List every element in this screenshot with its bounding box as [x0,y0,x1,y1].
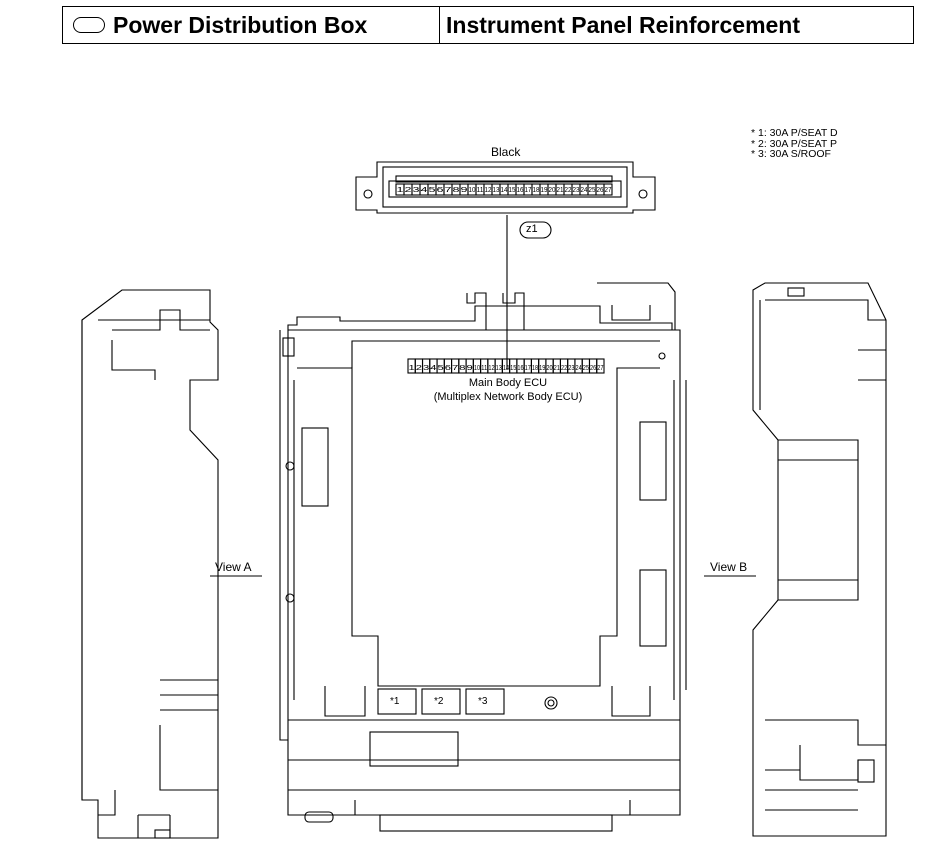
connector-pin-number: 11 [477,187,484,194]
ecu-pin-number: 25 [583,365,589,372]
oval-symbol-icon [73,17,105,33]
note-2: * 2: 30A P/SEAT P [751,137,837,150]
connector-pin-number: 9 [461,187,468,194]
connector-pin-number: 7 [445,187,452,194]
connector-pin-number: 18 [533,187,540,194]
connector-pin-number: 12 [485,187,492,194]
connector-pin-number: 26 [597,187,604,194]
connector-id-label: z1 [526,223,538,235]
ecu-pin-number: 18 [532,365,538,372]
connector-pin-number: 13 [493,187,500,194]
header-left-cell: Power Distribution Box [63,7,440,43]
ecu-name-label: Main Body ECU [468,377,548,389]
ecu-pin-number: 19 [539,365,545,372]
ecu-pin-number: 12 [488,365,494,372]
header-table: Power Distribution Box Instrument Panel … [62,6,914,44]
connector-pin-number: 3 [413,187,420,194]
connector-pin-number: 27 [605,187,612,194]
connector-pin-number: 19 [541,187,548,194]
ecu-pin-number: 20 [546,365,552,372]
ecu-pin-number: 8 [459,365,465,372]
ecu-pin-number: 10 [474,365,480,372]
view-b-label: View B [710,560,748,574]
fuse-slot-3 [465,688,505,715]
ecu-pin-number: 13 [496,365,502,372]
ecu-pin-number: 1 [409,365,415,372]
connector-pin-cell [603,183,613,196]
connector-pin-number: 15 [509,187,516,194]
connector-pin-number: 2 [405,187,412,194]
header-left-title: Power Distribution Box [113,11,368,38]
view-b-drawing [752,282,887,837]
ecu-pin-number: 2 [416,365,422,372]
view-a-drawing [81,289,219,839]
header-right-cell: Instrument Panel Reinforcement [440,7,913,43]
ecu-pin-number: 22 [561,365,567,372]
ecu-pin-number: 21 [554,365,560,372]
connector-pin-number: 24 [581,187,588,194]
ecu-subname-label: (Multiplex Network Body ECU) [433,391,583,403]
ecu-pin-number: 11 [481,365,487,372]
connector-color-label: Black [491,145,521,159]
connector-pin-number: 20 [549,187,556,194]
ecu-pin-number: 24 [575,365,581,372]
ecu-pin-number: 14 [503,365,509,372]
ecu-pin-number: 4 [430,365,436,372]
connector-pin-number: 6 [437,187,444,194]
ecu-pin-cell [596,358,605,374]
note-1: * 1: 30A P/SEAT D [751,127,838,139]
connector-pin-number: 5 [429,187,436,194]
connector-pin-number: 14 [501,187,508,194]
header-right-title: Instrument Panel Reinforcement [446,11,801,38]
z1-label-oval [519,221,552,239]
connector-z1 [355,161,656,214]
fuse-label-3: *3 [478,696,488,707]
connector-pin-number: 8 [453,187,460,194]
ecu-pin-number: 6 [445,365,451,372]
ecu-pin-number: 17 [525,365,531,372]
fuse-slot-1 [377,688,417,715]
connector-pin-number: 17 [525,187,532,194]
connector-pin-number: 23 [573,187,580,194]
main-body-ecu-drawing [279,282,687,832]
connector-pin-number: 25 [589,187,596,194]
fuse-label-2: *2 [434,696,444,707]
view-a-label: View A [215,560,252,574]
ecu-pin-number: 26 [590,365,596,372]
fuse-slot-2 [421,688,461,715]
ecu-pin-number: 7 [452,365,458,372]
connector-pin-number: 10 [469,187,476,194]
connector-pin-number: 16 [517,187,524,194]
ecu-pin-number: 27 [597,365,603,372]
ecu-pin-number: 16 [517,365,523,372]
ecu-pin-number: 23 [568,365,574,372]
ecu-pin-number: 9 [467,365,473,372]
note-3: * 3: 30A S/ROOF [751,148,831,160]
fuse-notes: * 1: 30A P/SEAT D * 2: 30A P/SEAT P * 3:… [751,128,838,160]
connector-pin-number: 21 [557,187,564,194]
connector-pin-number: 22 [565,187,572,194]
ecu-pin-number: 5 [438,365,444,372]
connector-pin-number: 4 [421,187,428,194]
ecu-pin-number: 3 [423,365,429,372]
connector-pin-number: 1 [397,187,404,194]
ecu-pin-number: 15 [510,365,516,372]
fuse-label-1: *1 [390,696,400,707]
